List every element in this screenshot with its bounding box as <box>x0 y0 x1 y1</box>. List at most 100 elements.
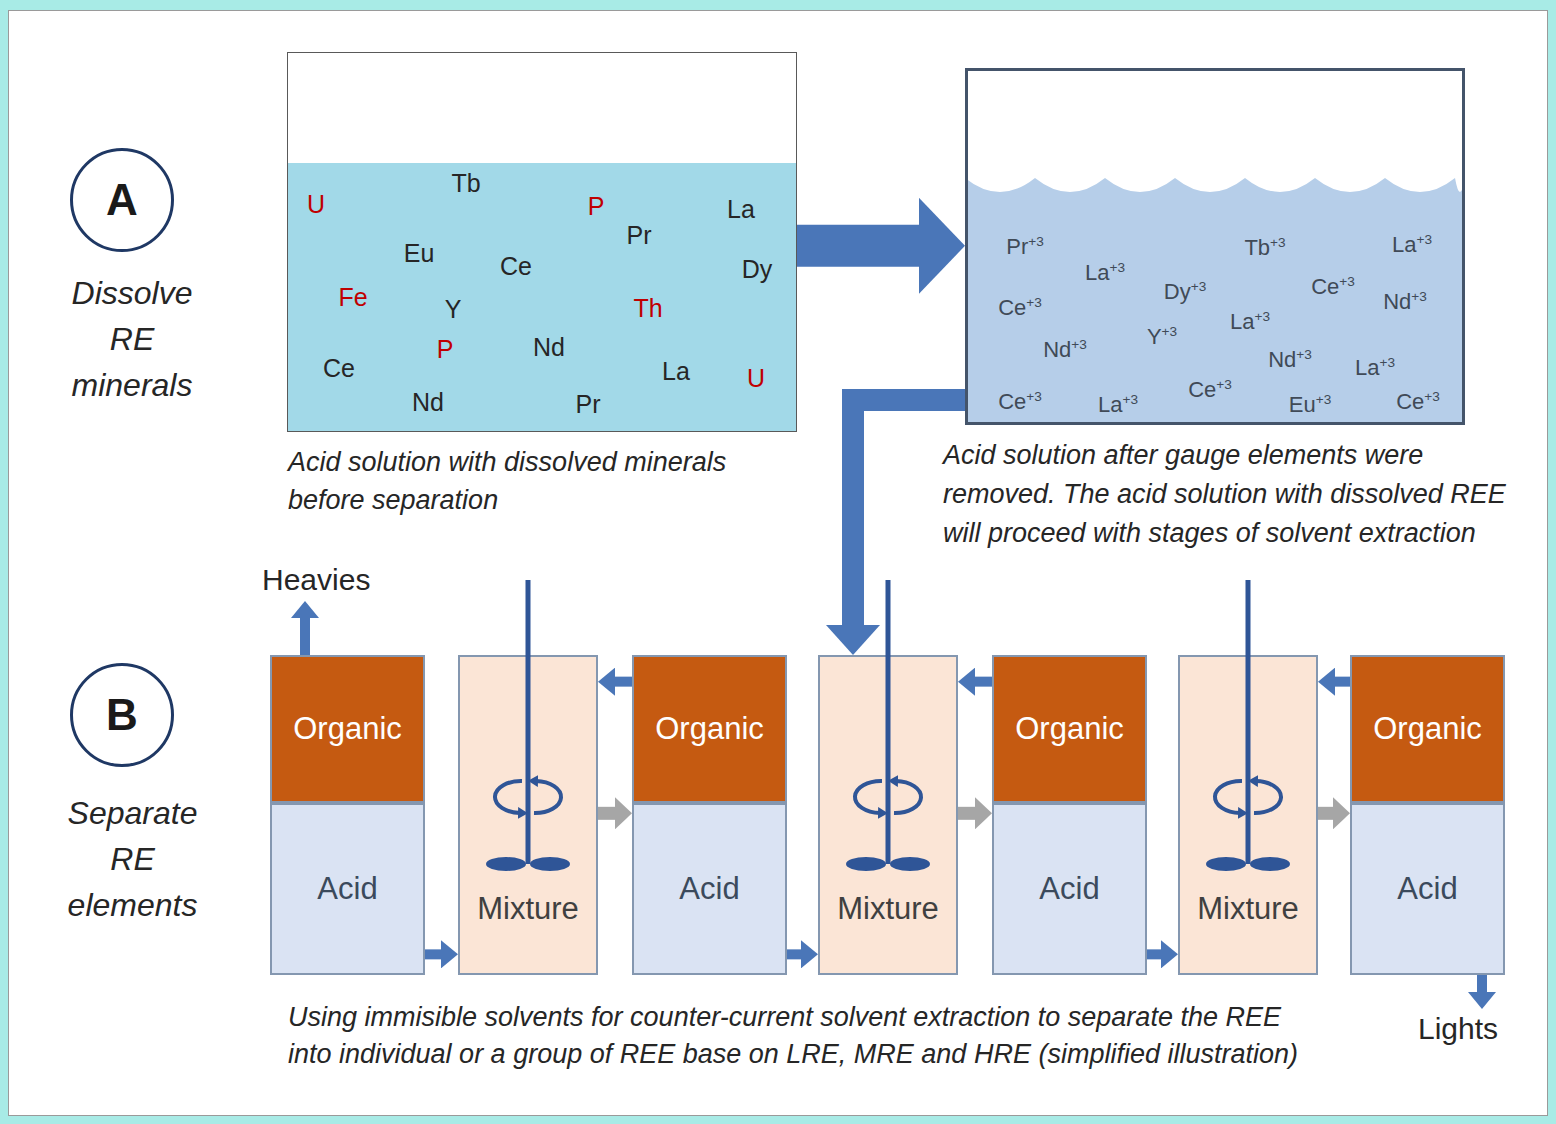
charge: +3 <box>1216 377 1232 392</box>
charge: +3 <box>1270 235 1286 250</box>
organic-phase-box: Organic <box>632 655 787 803</box>
element-symbol: Nd <box>412 388 444 417</box>
flow-arrow <box>853 400 965 625</box>
stirrer-shaft <box>1246 580 1251 864</box>
caption-note: Using immisible solvents for counter-cur… <box>288 999 1328 1073</box>
ion-label: Ce+3 <box>1396 389 1440 415</box>
ion-label: Nd+3 <box>1043 337 1087 363</box>
rotation-arrow <box>1254 781 1281 813</box>
charge: +3 <box>1028 234 1044 249</box>
element-symbol: Ce <box>1396 389 1424 414</box>
stream-label: Heavies <box>262 562 370 598</box>
mixture-flow-arrow <box>598 807 615 820</box>
charge: +3 <box>1162 324 1178 339</box>
acid-phase-box: Acid <box>992 803 1147 975</box>
element-symbol: Eu <box>1289 392 1316 417</box>
element-symbol: U <box>747 364 765 393</box>
element-symbol: La <box>1355 355 1379 380</box>
element-symbol: La <box>1392 232 1416 257</box>
rotation-arrow <box>495 781 522 813</box>
purified-solution-tank: Pr+3La+3Tb+3La+3Ce+3Dy+3Ce+3Nd+3Nd+3Y+3L… <box>965 68 1465 425</box>
charge: +3 <box>1191 279 1207 294</box>
ion-label: Ce+3 <box>1311 274 1355 300</box>
flow-arrow <box>425 949 441 959</box>
mixture-flow-arrow <box>1318 807 1333 820</box>
mixer-box: Mixture <box>458 655 598 975</box>
phase-label: Organic <box>655 711 764 747</box>
element-symbol: Dy <box>742 255 773 284</box>
acid-phase-box: Acid <box>632 803 787 975</box>
rotation-arrow <box>534 781 561 813</box>
element-symbol: La <box>1085 260 1109 285</box>
charge: +3 <box>1339 274 1355 289</box>
phase-label: Acid <box>317 871 377 907</box>
phase-label: Organic <box>1373 711 1482 747</box>
caption-note: Acid solution with dissolved minerals be… <box>288 443 808 519</box>
phase-label: Acid <box>1039 871 1099 907</box>
charge: +3 <box>1416 232 1432 247</box>
element-symbol: Y <box>1147 324 1162 349</box>
mixture-flow-arrow <box>958 807 975 820</box>
charge: +3 <box>1379 355 1395 370</box>
charge: +3 <box>1411 289 1427 304</box>
element-symbol: P <box>437 335 454 364</box>
stream-label: Lights <box>1418 1011 1498 1047</box>
element-symbol: Nd <box>1383 289 1411 314</box>
stirrer-paddle <box>530 857 570 871</box>
step-letter: B <box>106 690 138 740</box>
flow-arrow <box>797 225 919 267</box>
element-symbol: Ce <box>323 354 355 383</box>
stirrer-shaft <box>526 580 531 864</box>
liquid <box>965 178 1465 425</box>
element-symbol: Tb <box>1244 235 1270 260</box>
element-symbol: Th <box>633 294 662 323</box>
charge: +3 <box>1424 389 1440 404</box>
organic-phase-box: Organic <box>270 655 425 803</box>
ion-label: Ce+3 <box>998 389 1042 415</box>
dissolution-tank: UTbPPrLaEuCeDyFeYThPNdCeLaUNdPr <box>287 52 797 432</box>
mixer-box: Mixture <box>818 655 958 975</box>
element-symbol: Ce <box>1311 274 1339 299</box>
phase-label: Organic <box>1015 711 1124 747</box>
ion-label: Nd+3 <box>1383 289 1427 315</box>
element-symbol: La <box>1230 309 1254 334</box>
element-symbol: La <box>662 357 690 386</box>
mixer-label: Mixture <box>837 891 939 927</box>
step-title: Dissolve RE minerals <box>57 270 207 408</box>
ion-label: La+3 <box>1392 232 1432 258</box>
flow-arrow <box>975 677 992 687</box>
step-title: Separate RE elements <box>50 790 215 928</box>
acid-phase-box: Acid <box>270 803 425 975</box>
step-circle: B <box>70 663 174 767</box>
stirrer-paddle <box>846 857 886 871</box>
lights-arrow <box>1477 975 1487 992</box>
flow-arrow <box>1335 677 1350 687</box>
charge: +3 <box>1316 392 1332 407</box>
organic-phase-box: Organic <box>992 655 1147 803</box>
rotation-arrow <box>1215 781 1242 813</box>
element-symbol: Fe <box>338 283 367 312</box>
charge: +3 <box>1026 389 1042 404</box>
charge: +3 <box>1254 309 1270 324</box>
element-symbol: Eu <box>404 239 435 268</box>
ion-label: Nd+3 <box>1268 347 1312 373</box>
acid-phase-box: Acid <box>1350 803 1505 975</box>
element-symbol: U <box>307 190 325 219</box>
charge: +3 <box>1109 260 1125 275</box>
charge: +3 <box>1026 295 1042 310</box>
ion-label: La+3 <box>1085 260 1125 286</box>
charge: +3 <box>1296 347 1312 362</box>
ion-label: Ce+3 <box>998 295 1042 321</box>
charge: +3 <box>1122 392 1138 407</box>
element-symbol: Ce <box>998 295 1026 320</box>
caption-note: Acid solution after gauge elements were … <box>943 436 1538 553</box>
element-symbol: Y <box>445 295 462 324</box>
ion-label: Ce+3 <box>1188 377 1232 403</box>
stirrer-shaft <box>886 580 891 864</box>
mixer-label: Mixture <box>477 891 579 927</box>
mixer-box: Mixture <box>1178 655 1318 975</box>
ion-label: Dy+3 <box>1164 279 1206 305</box>
phase-label: Acid <box>1397 871 1457 907</box>
